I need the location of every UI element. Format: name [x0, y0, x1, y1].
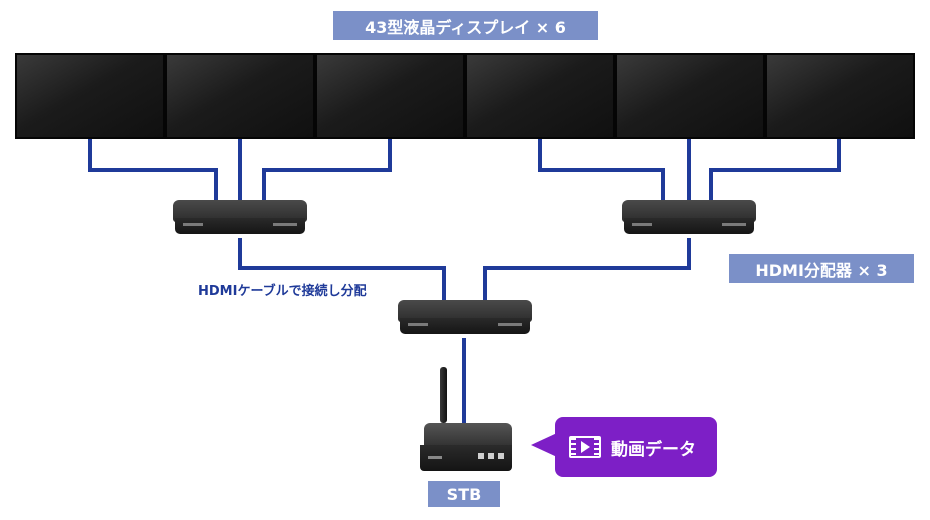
cable-label: HDMIケーブルで接続し分配	[198, 284, 367, 299]
displays-label: 43型液晶ディスプレイ × 6	[333, 11, 598, 40]
cable-left-splitter	[238, 238, 446, 300]
stb-label: STB	[428, 481, 500, 507]
hdmi-splitter-center	[398, 300, 532, 338]
cable-display-6	[709, 139, 841, 200]
display-5	[615, 53, 765, 139]
cable-display-1	[88, 139, 218, 200]
display-6	[765, 53, 915, 139]
callout-text: 動画データ	[611, 439, 696, 460]
video-file-icon	[569, 436, 601, 458]
display-2	[165, 53, 315, 139]
stb-device	[420, 367, 512, 471]
cable-display-3	[262, 139, 392, 200]
display-3	[315, 53, 465, 139]
antenna	[440, 367, 447, 423]
splitter-label: HDMI分配器 × 3	[729, 254, 914, 283]
cable-display-4	[538, 139, 665, 200]
hdmi-splitter-left	[173, 200, 307, 238]
display-1	[15, 53, 165, 139]
cable-right-splitter	[483, 238, 691, 300]
video-data-callout: 動画データ	[531, 417, 717, 477]
hdmi-splitter-right	[622, 200, 756, 238]
display-4	[465, 53, 615, 139]
